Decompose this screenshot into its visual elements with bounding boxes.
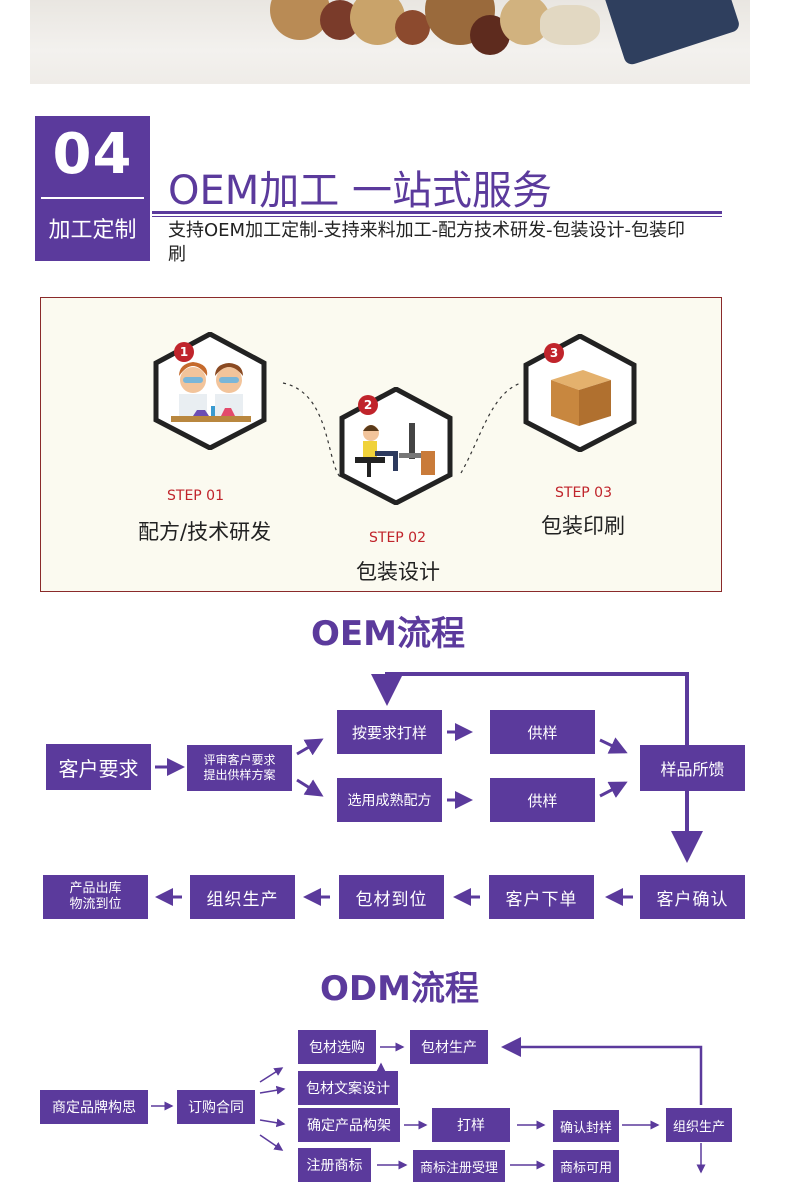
odm-brand-concept: 商定品牌构思 xyxy=(40,1090,148,1124)
step2-name: 包装设计 xyxy=(356,560,440,584)
oem-customer-request: 客户要求 xyxy=(46,744,151,790)
oem-organize-production: 组织生产 xyxy=(190,875,295,919)
title-underline-thin xyxy=(152,216,722,217)
oem-sample-by-request: 按要求打样 xyxy=(337,710,442,754)
oem-mature-formula: 选用成熟配方 xyxy=(337,778,442,822)
oem-customer-confirm: 客户确认 xyxy=(640,875,745,919)
odm-confirm-seal: 确认封样 xyxy=(553,1110,619,1142)
step1-name: 配方/技术研发 xyxy=(138,520,272,544)
box-icon xyxy=(551,370,611,426)
step1-label: STEP 01 xyxy=(167,488,224,504)
oem-supply-sample-2: 供样 xyxy=(490,778,595,822)
oem-packaging-ready: 包材到位 xyxy=(339,875,444,919)
odm-register-trademark: 注册商标 xyxy=(298,1148,371,1182)
section-number: 04 xyxy=(52,122,133,187)
herbs-photo-banner xyxy=(30,0,750,84)
oem-flow-title: OEM流程 xyxy=(311,614,465,654)
steps-panel: 1 STEP 01 配方/技术研发 2 STEP 02 包装设计 3 STEP … xyxy=(40,297,722,592)
step3-hex-frame xyxy=(523,334,637,452)
section-number-subtitle: 加工定制 xyxy=(48,218,137,243)
step3-label: STEP 03 xyxy=(555,485,612,501)
oem-product-out: 产品出库 物流到位 xyxy=(43,875,148,919)
oem-customer-order: 客户下单 xyxy=(489,875,594,919)
step1-badge: 1 xyxy=(174,342,194,362)
odm-contract: 订购合同 xyxy=(177,1090,255,1124)
odm-organize-production: 组织生产 xyxy=(666,1108,732,1142)
odm-product-structure: 确定产品构架 xyxy=(298,1108,400,1142)
step1-hex-frame xyxy=(153,332,267,450)
oem-sample-feedback: 样品所馈 xyxy=(640,745,745,791)
step2-hex-frame xyxy=(339,387,453,505)
designer-desk-icon xyxy=(355,423,435,477)
step3-badge: 3 xyxy=(544,343,564,363)
step2-label: STEP 02 xyxy=(369,530,426,546)
odm-pack-copy-design: 包材文案设计 xyxy=(298,1071,398,1105)
odm-trademark-accepted: 商标注册受理 xyxy=(413,1150,505,1182)
scientists-icon xyxy=(171,362,251,422)
oem-review-plan: 评审客户要求 提出供样方案 xyxy=(187,745,292,791)
title-underline xyxy=(152,211,722,214)
odm-pack-production: 包材生产 xyxy=(410,1030,488,1064)
odm-trademark-usable: 商标可用 xyxy=(553,1150,619,1182)
oem-supply-sample-1: 供样 xyxy=(490,710,595,754)
steps-connectors xyxy=(282,382,522,479)
step2-badge: 2 xyxy=(358,395,378,415)
section-description: 支持OEM加工定制-支持来料加工-配方技术研发-包装设计-包装印刷 xyxy=(168,220,686,265)
odm-pack-purchase: 包材选购 xyxy=(298,1030,376,1064)
section-number-box: 04 加工定制 xyxy=(35,116,150,261)
odm-sampling: 打样 xyxy=(432,1108,510,1142)
step3-name: 包装印刷 xyxy=(541,514,625,538)
section-title: OEM加工 一站式服务 xyxy=(168,168,552,214)
section-number-divider xyxy=(41,197,144,199)
odm-flow-title: ODM流程 xyxy=(320,969,479,1009)
